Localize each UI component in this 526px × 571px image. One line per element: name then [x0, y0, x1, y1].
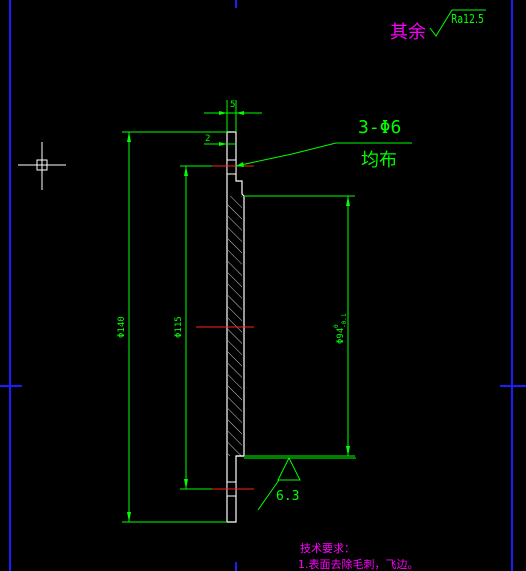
holes-count-label: 3-Φ6	[358, 117, 401, 138]
dimension-lines	[122, 100, 412, 523]
tech-requirements-title: 技术要求：	[300, 542, 355, 555]
dim-bolt-circle: Φ115	[174, 316, 184, 338]
dim-inner-tol-upper: 0	[333, 324, 340, 328]
roughness-symbol	[429, 9, 486, 37]
dimension-arrows	[127, 111, 350, 522]
crosshair-cursor-icon	[18, 142, 66, 190]
dimension-texts: 5 2 Φ140 Φ115 Φ94 0 -0.1 3-Φ6 均布 6.3	[117, 100, 401, 504]
roughness-prefix: 其余	[390, 22, 426, 43]
surface-finish-value: 6.3	[276, 489, 299, 504]
part-section	[226, 131, 245, 523]
dim-inner-tol-lower: -0.1	[341, 313, 348, 328]
roughness-note: 其余 Ra12.5	[390, 9, 486, 43]
holes-distribution: 均布	[361, 150, 397, 171]
roughness-value: Ra12.5	[451, 12, 484, 26]
center-marks	[196, 165, 254, 490]
dim-width-top: 5	[230, 100, 235, 110]
tech-requirement-item: 1.表面去除毛刺，飞边。	[298, 557, 419, 571]
dim-outer-diameter: Φ140	[117, 316, 127, 338]
hole-top	[226, 159, 237, 175]
dim-inner-diameter: Φ94	[336, 328, 346, 344]
dim-step: 2	[205, 134, 210, 144]
section-hatch	[228, 196, 242, 456]
tech-requirements: 技术要求： 1.表面去除毛刺，飞边。	[298, 542, 419, 571]
